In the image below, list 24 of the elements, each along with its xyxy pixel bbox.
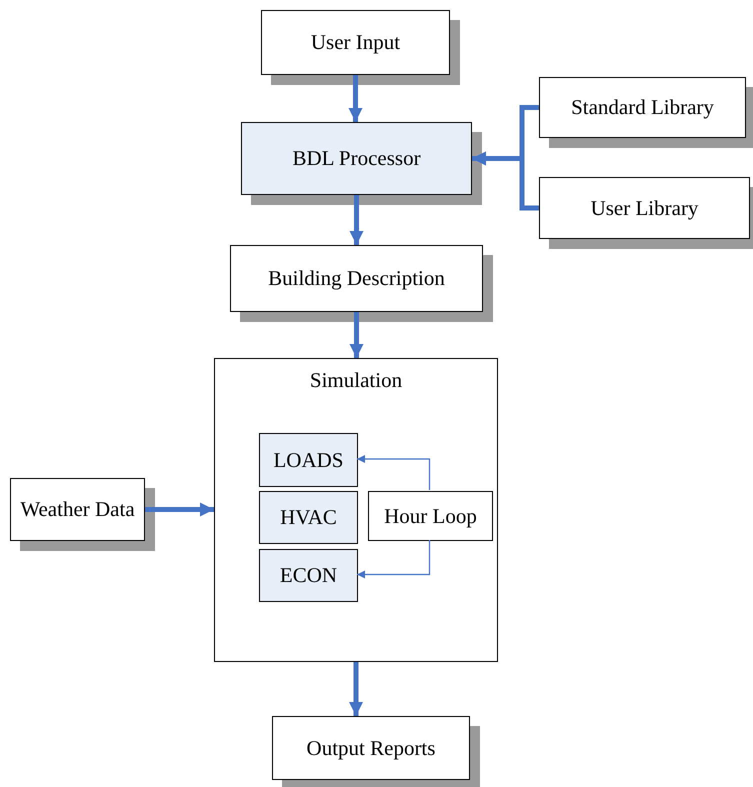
box-label: Building Description [267, 265, 446, 292]
box-label: User Library [590, 194, 700, 222]
box-label: ECON [278, 562, 338, 589]
box-label: HVAC [279, 504, 338, 531]
arrow [357, 455, 430, 490]
arrow [357, 540, 430, 578]
box-label: Weather Data [19, 496, 136, 523]
arrow [145, 502, 214, 516]
process-box [259, 549, 358, 602]
box-label: User Input [310, 29, 402, 56]
box-label: Standard Library [570, 94, 715, 121]
process-box [368, 491, 493, 541]
box-label: Output Reports [306, 734, 436, 762]
box-label: LOADS [272, 446, 344, 474]
group-box [214, 358, 498, 662]
arrow [350, 312, 364, 358]
arrow [349, 662, 363, 716]
arrow [350, 195, 364, 245]
process-box [259, 491, 358, 544]
box-label: Hour Loop [383, 502, 478, 530]
box-label: BDL Processor [291, 145, 422, 172]
group-heading: Simulation [308, 367, 404, 394]
process-box [259, 433, 358, 487]
arrow [348, 75, 362, 122]
